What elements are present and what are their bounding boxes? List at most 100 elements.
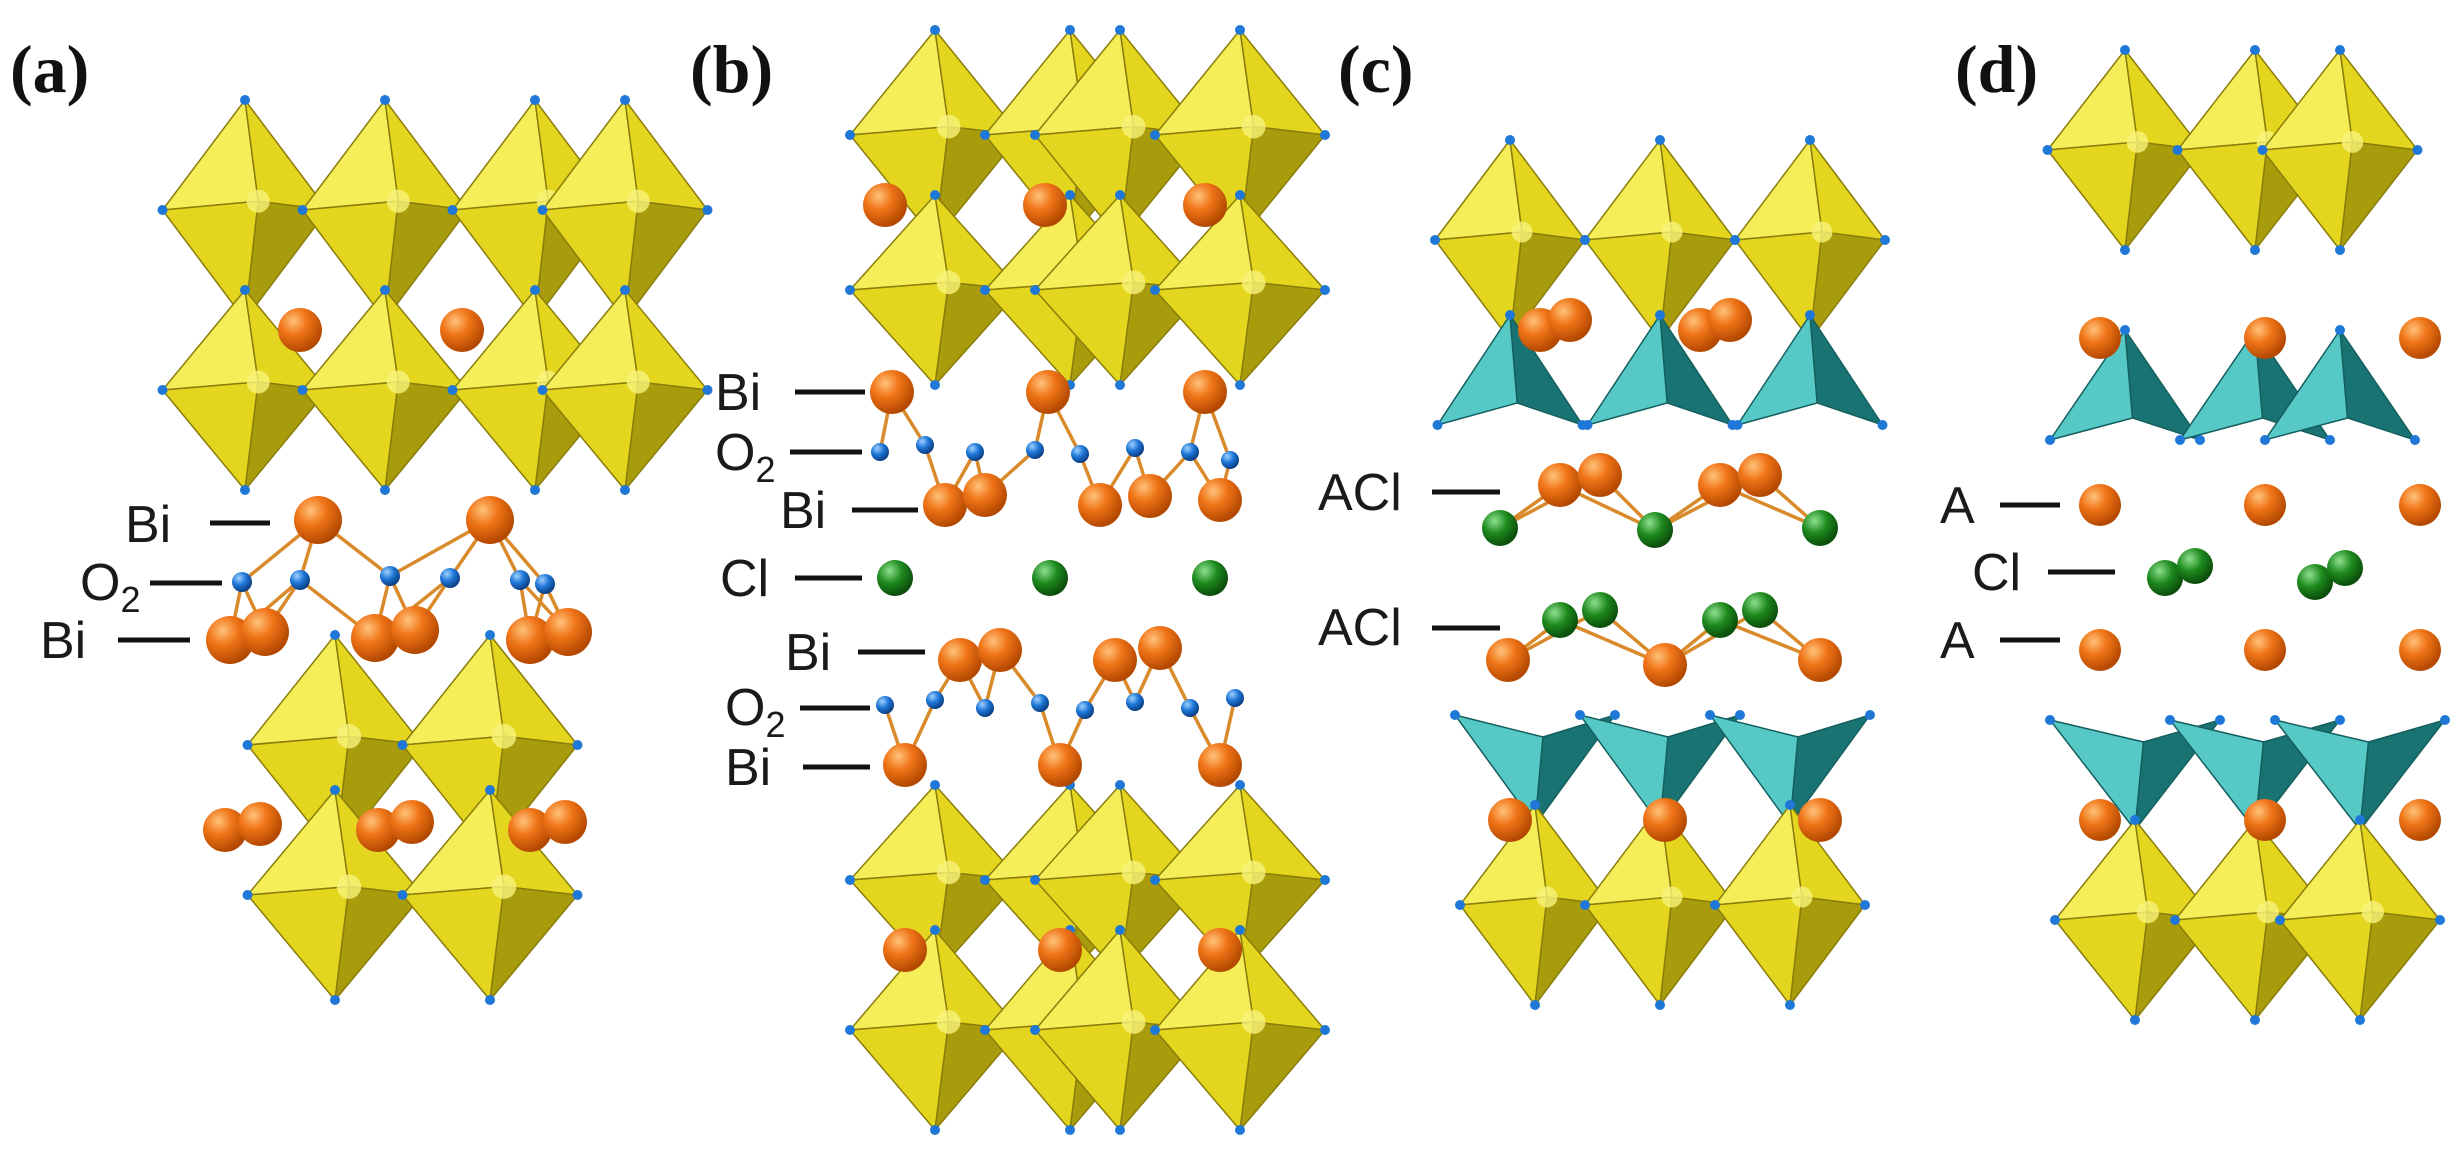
octahedron-highlight — [1791, 886, 1813, 908]
oxygen-vertex — [2215, 715, 2225, 725]
bismuth-atom — [963, 473, 1007, 517]
octahedron-highlight — [386, 370, 410, 394]
octahedron-face — [401, 885, 505, 1001]
oxygen-vertex — [1235, 190, 1245, 200]
oxygen-atom — [440, 568, 460, 588]
bismuth-atom — [2079, 799, 2121, 841]
oxygen-atom — [1126, 439, 1144, 457]
octahedron-face — [1154, 29, 1255, 136]
oxygen-vertex — [1705, 710, 1715, 720]
bismuth-atom — [1023, 183, 1067, 227]
octahedron — [297, 285, 473, 495]
oxygen-vertex — [2130, 815, 2140, 825]
oxygen-vertex — [2335, 45, 2345, 55]
oxygen-vertex — [930, 780, 940, 790]
oxygen-vertex — [1320, 875, 1330, 885]
oxygen-vertex — [1580, 235, 1590, 245]
octahedron — [1580, 800, 1740, 1010]
panel-label-b: (b) — [690, 31, 773, 107]
octahedron-highlight — [1811, 221, 1833, 243]
tetrahedron — [2045, 325, 2205, 445]
octahedron-highlight — [336, 723, 362, 749]
octahedron-highlight — [1536, 886, 1558, 908]
octahedron-face — [244, 381, 329, 491]
oxygen-vertex — [1575, 710, 1585, 720]
oxygen-vertex — [1065, 190, 1075, 200]
oxygen-vertex — [447, 385, 458, 395]
bismuth-atom — [1698, 463, 1742, 507]
bismuth-atom — [203, 808, 247, 852]
label-acl-1: ACl — [1318, 464, 1402, 522]
oxygen-vertex — [1320, 285, 1330, 295]
oxygen-vertex — [2120, 45, 2130, 55]
bismuth-atom — [466, 496, 514, 544]
bismuth-atom — [2244, 317, 2286, 359]
oxygen-vertex — [397, 740, 408, 750]
oxygen-vertex — [930, 190, 940, 200]
octahedron-face — [1154, 784, 1255, 881]
bismuth-atom — [1798, 798, 1842, 842]
octahedron-face — [1714, 896, 1803, 1006]
tetrahedron — [2260, 325, 2420, 445]
oxygen-vertex — [1235, 25, 1245, 35]
oxygen-vertex — [2410, 435, 2420, 445]
octahedron-highlight — [626, 189, 650, 213]
panel-label-c: (c) — [1338, 31, 1413, 107]
octahedron-face — [2054, 911, 2149, 1021]
oxygen-vertex — [397, 890, 408, 900]
oxygen-atom — [1031, 694, 1049, 712]
panel-c-labels: ACl ACl — [1318, 464, 1500, 657]
octahedron-face — [2174, 911, 2269, 1021]
label-bi-4: Bi — [725, 739, 771, 797]
octahedron — [1730, 135, 1890, 345]
bismuth-atom — [1038, 743, 1082, 787]
oxygen-vertex — [2172, 145, 2183, 155]
oxygen-vertex — [1450, 710, 1460, 720]
oxygen-vertex — [1710, 900, 1720, 910]
oxygen-vertex — [2120, 245, 2130, 255]
octahedron-highlight — [491, 723, 517, 749]
oxygen-vertex — [537, 205, 548, 215]
oxygen-vertex — [980, 130, 990, 140]
octahedron-highlight — [1121, 1010, 1146, 1034]
oxygen-atom — [232, 572, 252, 592]
oxygen-vertex — [1150, 875, 1160, 885]
oxygen-vertex — [1115, 925, 1125, 935]
oxygen-vertex — [242, 740, 253, 750]
oxygen-vertex — [930, 25, 940, 35]
octahedron-face — [1659, 896, 1736, 1006]
octahedron — [297, 95, 473, 325]
tetrahedron — [1732, 310, 1888, 430]
octahedron-face — [2359, 911, 2441, 1021]
bismuth-atom — [863, 183, 907, 227]
octahedron — [1580, 135, 1740, 345]
octahedron-face — [2124, 141, 2204, 251]
oxygen-vertex — [1785, 800, 1795, 810]
oxygen-vertex — [2250, 245, 2260, 255]
octahedron-highlight — [1241, 270, 1266, 295]
oxygen-vertex — [240, 485, 250, 495]
octahedron-face — [849, 29, 950, 136]
tetrahedron — [1575, 710, 1745, 830]
octahedron — [2042, 45, 2208, 255]
chlorine-atom — [1192, 560, 1228, 596]
oxygen-vertex — [330, 630, 340, 640]
oxygen-vertex — [2325, 435, 2335, 445]
oxygen-vertex — [1732, 420, 1743, 430]
bismuth-atom — [506, 616, 554, 664]
oxygen-vertex — [1805, 310, 1815, 320]
octahedron-face — [301, 381, 399, 491]
chlorine-atom — [877, 560, 913, 596]
oxygen-vertex — [1030, 285, 1040, 295]
oxygen-vertex — [330, 785, 340, 795]
octahedron-face — [1239, 281, 1326, 386]
bismuth-atom — [294, 496, 342, 544]
oxygen-vertex — [2335, 245, 2345, 255]
octahedron-face — [384, 381, 469, 491]
octahedron — [537, 95, 713, 325]
bismuth-atom — [2399, 317, 2441, 359]
tetrahedron-face — [2359, 718, 2447, 833]
chlorine-atom — [1702, 602, 1738, 638]
bismuth-atom — [238, 802, 282, 846]
oxygen-vertex — [1730, 235, 1740, 245]
